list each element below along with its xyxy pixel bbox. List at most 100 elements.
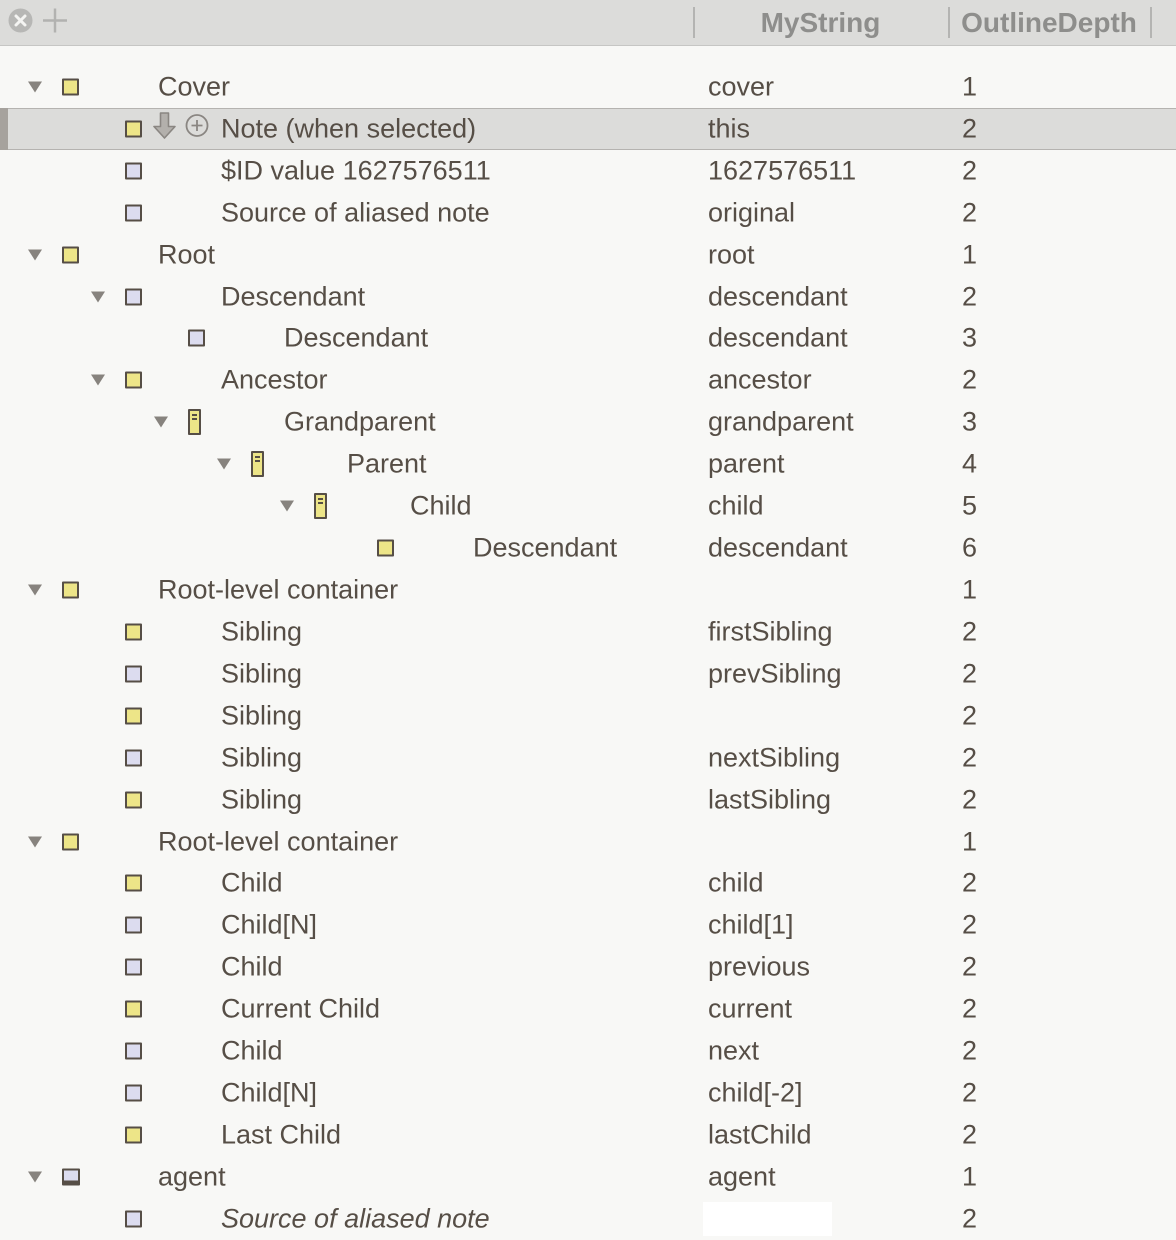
outlinedepth-cell: 2 (962, 867, 978, 898)
mystring-cell[interactable]: lastChild (708, 1119, 812, 1150)
outlinedepth-cell: 2 (962, 1119, 978, 1150)
mystring-cell[interactable]: cover (708, 71, 775, 102)
mystring-cell[interactable]: child[-2] (708, 1077, 803, 1108)
agent-icon (62, 1168, 80, 1186)
outlinedepth-cell: 2 (962, 742, 978, 773)
note-title: Child (221, 951, 283, 982)
disclosure-triangle-icon[interactable] (28, 249, 42, 261)
container-note-icon (62, 78, 79, 96)
mystring-cell[interactable]: parent (708, 448, 785, 479)
mystring-cell[interactable]: prevSibling (708, 658, 842, 689)
outlinedepth-cell: 2 (962, 197, 978, 228)
outlinedepth-cell: 2 (962, 909, 978, 940)
mystring-cell[interactable]: grandparent (708, 406, 854, 437)
circle-x-icon[interactable] (8, 8, 33, 38)
note-title: Sibling (221, 700, 303, 731)
mystring-cell[interactable]: child[1] (708, 909, 794, 940)
move-down-arrow-icon[interactable] (151, 110, 178, 147)
mystring-cell[interactable]: descendant (708, 281, 848, 312)
outline-row[interactable]: Child[N]child[1]2 (0, 904, 1176, 946)
mystring-cell[interactable]: descendant (708, 322, 848, 353)
note-icon (125, 1084, 142, 1102)
note-title: Root (158, 239, 216, 270)
note-icon (125, 665, 142, 683)
disclosure-triangle-icon[interactable] (91, 291, 105, 303)
add-circle-icon[interactable] (185, 113, 209, 144)
outline-row[interactable]: Sibling nextSibling 2 (0, 737, 1176, 779)
column-separator[interactable] (948, 7, 950, 38)
mystring-edit-field[interactable] (703, 1201, 832, 1236)
mystring-cell[interactable]: 1627576511 (708, 155, 857, 186)
outline-row[interactable]: Ancestor ancestor 2 (0, 359, 1176, 401)
column-header-outlinedepth[interactable]: OutlineDepth (961, 7, 1137, 38)
outlinedepth-cell: 3 (962, 322, 978, 353)
mystring-cell[interactable]: original (708, 197, 796, 228)
note-title: Ancestor (221, 364, 328, 395)
disclosure-triangle-icon[interactable] (28, 584, 42, 596)
disclosure-triangle-icon[interactable] (28, 81, 42, 93)
mystring-cell[interactable]: agent (708, 1161, 776, 1192)
note-title: agent (158, 1161, 226, 1192)
mystring-cell[interactable]: next (708, 1035, 760, 1066)
disclosure-triangle-icon[interactable] (91, 374, 105, 386)
column-separator[interactable] (693, 7, 695, 38)
column-separator[interactable] (1150, 7, 1152, 38)
note-icon (125, 1210, 142, 1228)
outlinedepth-cell: 1 (962, 574, 978, 605)
disclosure-triangle-icon[interactable] (280, 500, 294, 512)
plus-icon[interactable] (41, 6, 69, 39)
note-icon (125, 916, 142, 934)
disclosure-triangle-icon[interactable] (154, 416, 168, 428)
mystring-cell[interactable]: descendant (708, 532, 848, 563)
note-title: Cover (158, 71, 231, 102)
disclosure-triangle-icon[interactable] (28, 1171, 42, 1183)
column-header-mystring[interactable]: MyString (760, 7, 881, 38)
outlinedepth-cell: 2 (962, 364, 978, 395)
outlinedepth-cell: 4 (962, 448, 978, 479)
mystring-cell[interactable]: ancestor (708, 364, 812, 395)
mystring-cell[interactable]: firstSibling (708, 616, 833, 647)
note-icon (125, 874, 142, 892)
outlinedepth-cell: 2 (962, 155, 978, 186)
note-title: Sibling (221, 742, 303, 773)
note-title: Child (410, 490, 472, 521)
disclosure-triangle-icon[interactable] (28, 836, 42, 848)
mystring-cell[interactable]: child (708, 867, 764, 898)
mystring-cell[interactable]: child (708, 490, 764, 521)
mystring-cell[interactable]: current (708, 993, 793, 1024)
outlinedepth-cell: 2 (962, 1035, 978, 1066)
mystring-cell[interactable]: this (708, 113, 751, 144)
note-icon (125, 288, 142, 306)
disclosure-triangle-icon[interactable] (217, 458, 231, 470)
mystring-cell[interactable]: nextSibling (708, 742, 841, 773)
outline-row[interactable]: Child[N]child[-2]2 (0, 1072, 1176, 1114)
mystring-cell[interactable]: lastSibling (708, 784, 832, 815)
outlinedepth-cell: 2 (962, 1077, 978, 1108)
mystring-cell[interactable]: previous (708, 951, 811, 982)
mystring-cell[interactable]: root (708, 239, 755, 270)
